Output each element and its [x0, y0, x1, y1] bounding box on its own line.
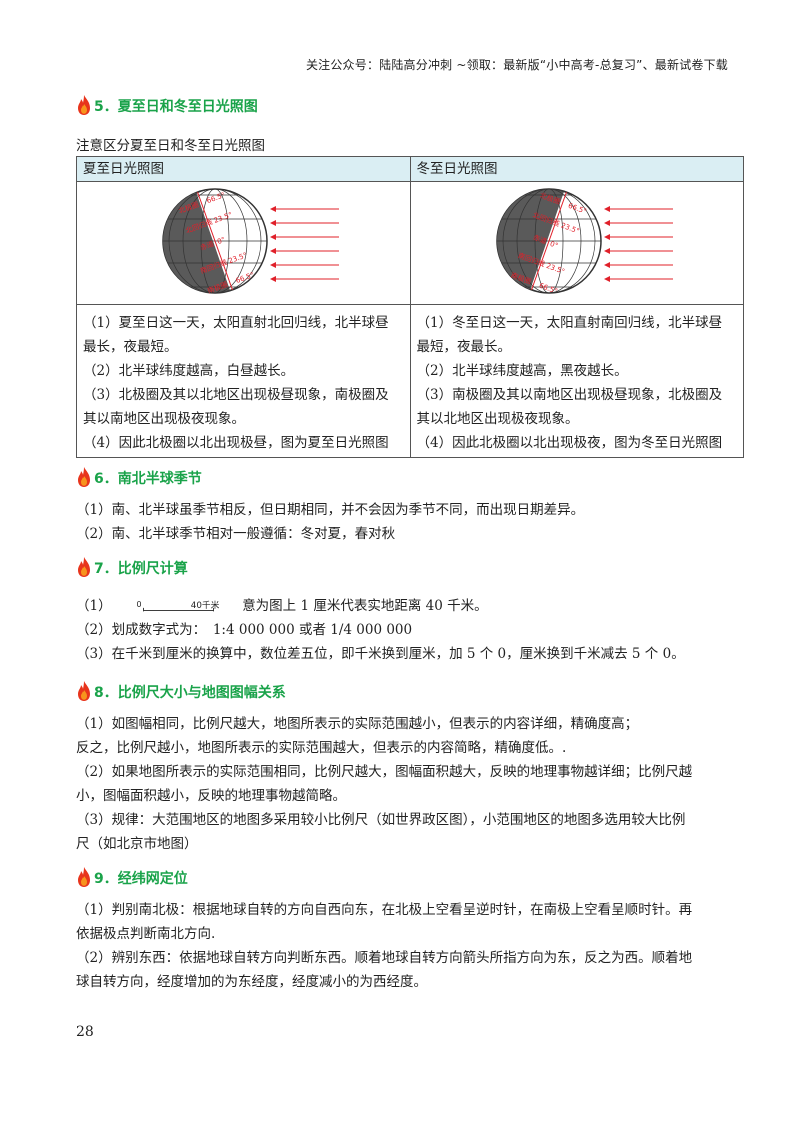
text-line: 反之，比例尺越小，地图所表示的实际范围越大，但表示的内容简略，精确度低。.	[76, 740, 567, 756]
section-6-title-text: 6．南北半球季节	[94, 471, 202, 487]
flame-icon	[76, 466, 92, 488]
text-line: （1）南、北半球虽季节相反，但日期相同，并不会因为季节不同，而出现日期差异。	[76, 502, 585, 518]
flame-icon	[76, 680, 92, 702]
sunlight-arrows	[603, 206, 673, 282]
section-6-body: （1）南、北半球虽季节相反，但日期相同，并不会因为季节不同，而出现日期差异。 （…	[76, 498, 584, 546]
section-8-title-text: 8．比例尺大小与地图图幅关系	[94, 685, 286, 701]
section-9-title-text: 9．经纬网定位	[94, 871, 188, 887]
page-header: 关注公众号：陆陆高分冲刺 ~领取：最新版“小中高考-总复习”、最新试卷下载	[305, 58, 728, 72]
summer-header: 夏至日光照图	[76, 156, 411, 182]
text-line: （2）南、北半球季节相对一般遵循：冬对夏，春对秋	[76, 526, 396, 542]
section-9-title: 9．经纬网定位	[76, 866, 188, 888]
text-line: （2）划成数字式为： 1:4 000 000 或者 1/4 000 000	[76, 622, 413, 638]
text-span: （1）	[76, 598, 112, 614]
text-line: （3）规律：大范围地区的地图多采用较小比例尺（如世界政区图），小范围地区的地图多…	[76, 812, 686, 828]
text-line: （2）北半球纬度越高，白昼越长。	[83, 363, 295, 379]
section-8-title: 8．比例尺大小与地图图幅关系	[76, 680, 286, 702]
text-line: 其以南地区出现极夜现象。	[83, 411, 245, 427]
text-line: 尺（如北京市地图）	[76, 836, 198, 852]
section-5-title: 5．夏至日和冬至日光照图	[76, 94, 258, 116]
text-line: 小，图幅面积越小，反映的地理事物越简略。	[76, 788, 346, 804]
page-number: 28	[76, 1024, 94, 1040]
scale-zero: 0	[136, 600, 141, 609]
text-line: 最长，夜最短。	[83, 339, 178, 355]
text-span: 意为图上 1 厘米代表实地距离 40 千米。	[242, 598, 488, 614]
text-line: （2）辨别东西：依据地球自转方向判断东西。顺着地球自转方向箭头所指方向为东，反之…	[76, 950, 693, 966]
winter-header: 冬至日光照图	[409, 156, 744, 182]
text-line: （1）夏至日这一天，太阳直射北回归线，北半球昼	[83, 315, 389, 331]
sunlight-arrows	[270, 206, 340, 282]
winter-diagram-cell: 北极圈 66.5° 北回归线 23.5° 赤道 0° 南回归线 23.5° 南极…	[409, 181, 744, 305]
text-line: （3）北极圈及其以北地区出现极昼现象，南极圈及	[83, 387, 389, 403]
section-7-title: 7．比例尺计算	[76, 556, 188, 578]
text-line: （1）判别南北极：根据地球自转的方向自西向东，在北极上空看呈逆时针，在南极上空看…	[76, 902, 693, 918]
section-6-title: 6．南北半球季节	[76, 466, 202, 488]
scale-end: 40千米	[191, 600, 220, 611]
sunlight-table: 夏至日光照图 冬至日光照图	[76, 156, 744, 458]
scale-bar-icon: 0 40千米	[136, 600, 220, 611]
winter-description: （1）冬至日这一天，太阳直射南回归线，北半球昼 最短，夜最长。 （2）北半球纬度…	[409, 304, 744, 458]
text-line: （4）因此北极圈以北出现极昼，图为夏至日光照图	[83, 435, 389, 451]
flame-icon	[76, 94, 92, 116]
deg-equator: 0°	[216, 236, 226, 246]
section-5-title-text: 5．夏至日和冬至日光照图	[94, 99, 258, 115]
summer-description: （1）夏至日这一天，太阳直射北回归线，北半球昼 最长，夜最短。 （2）北半球纬度…	[76, 304, 411, 458]
section-7-body: （1） 0 40千米 意为图上 1 厘米代表实地距离 40 千米。 （2）划成数…	[76, 594, 685, 666]
section-9-body: （1）判别南北极：根据地球自转的方向自西向东，在北极上空看呈逆时针，在南极上空看…	[76, 898, 692, 994]
flame-icon	[76, 556, 92, 578]
text-line: （3）在千米到厘米的换算中，数位差五位，即千米换到厘米，加 5 个 0，厘米换到…	[76, 646, 685, 662]
text-line: （1）如图幅相同，比例尺越大，地图所表示的实际范围越小，但表示的内容详细，精确度…	[76, 716, 639, 732]
text-line: 其以北地区出现极夜现象。	[416, 411, 579, 427]
winter-solstice-diagram: 北极圈 66.5° 北回归线 23.5° 赤道 0° 南回归线 23.5° 南极…	[496, 188, 673, 296]
text-line: 最短，夜最长。	[416, 339, 512, 355]
summer-solstice-diagram: 北极圈 66.5° 北回归线 23.5° 赤道 0° 南回归线 23.5° 南极…	[162, 188, 340, 295]
section-7-title-text: 7．比例尺计算	[94, 561, 188, 577]
text-line: （3）南极圈及其以南地区出现极昼现象，北极圈及	[416, 387, 723, 403]
scale-line: （1） 0 40千米 意为图上 1 厘米代表实地距离 40 千米。	[76, 594, 685, 618]
text-line: （2）如果地图所表示的实际范围相同，比例尺越大，图幅面积越大，反映的地理事物越详…	[76, 764, 693, 780]
deg-equator: 0°	[549, 240, 559, 250]
text-line: （1）冬至日这一天，太阳直射南回归线，北半球昼	[416, 315, 723, 331]
summer-diagram-cell: 北极圈 66.5° 北回归线 23.5° 赤道 0° 南回归线 23.5° 南极…	[76, 181, 411, 305]
text-line: 球自转方向，经度增加的为东经度，经度减小的为西经度。	[76, 974, 427, 990]
flame-icon	[76, 866, 92, 888]
section-8-body: （1）如图幅相同，比例尺越大，地图所表示的实际范围越小，但表示的内容详细，精确度…	[76, 712, 692, 856]
text-line: 依据极点判断南北方向.	[76, 926, 216, 942]
text-line: （4）因此北极圈以北出现极夜，图为冬至日光照图	[416, 435, 723, 451]
section-5-note: 注意区分夏至日和冬至日光照图	[76, 138, 265, 154]
text-line: （2）北半球纬度越高，黑夜越长。	[416, 363, 628, 379]
